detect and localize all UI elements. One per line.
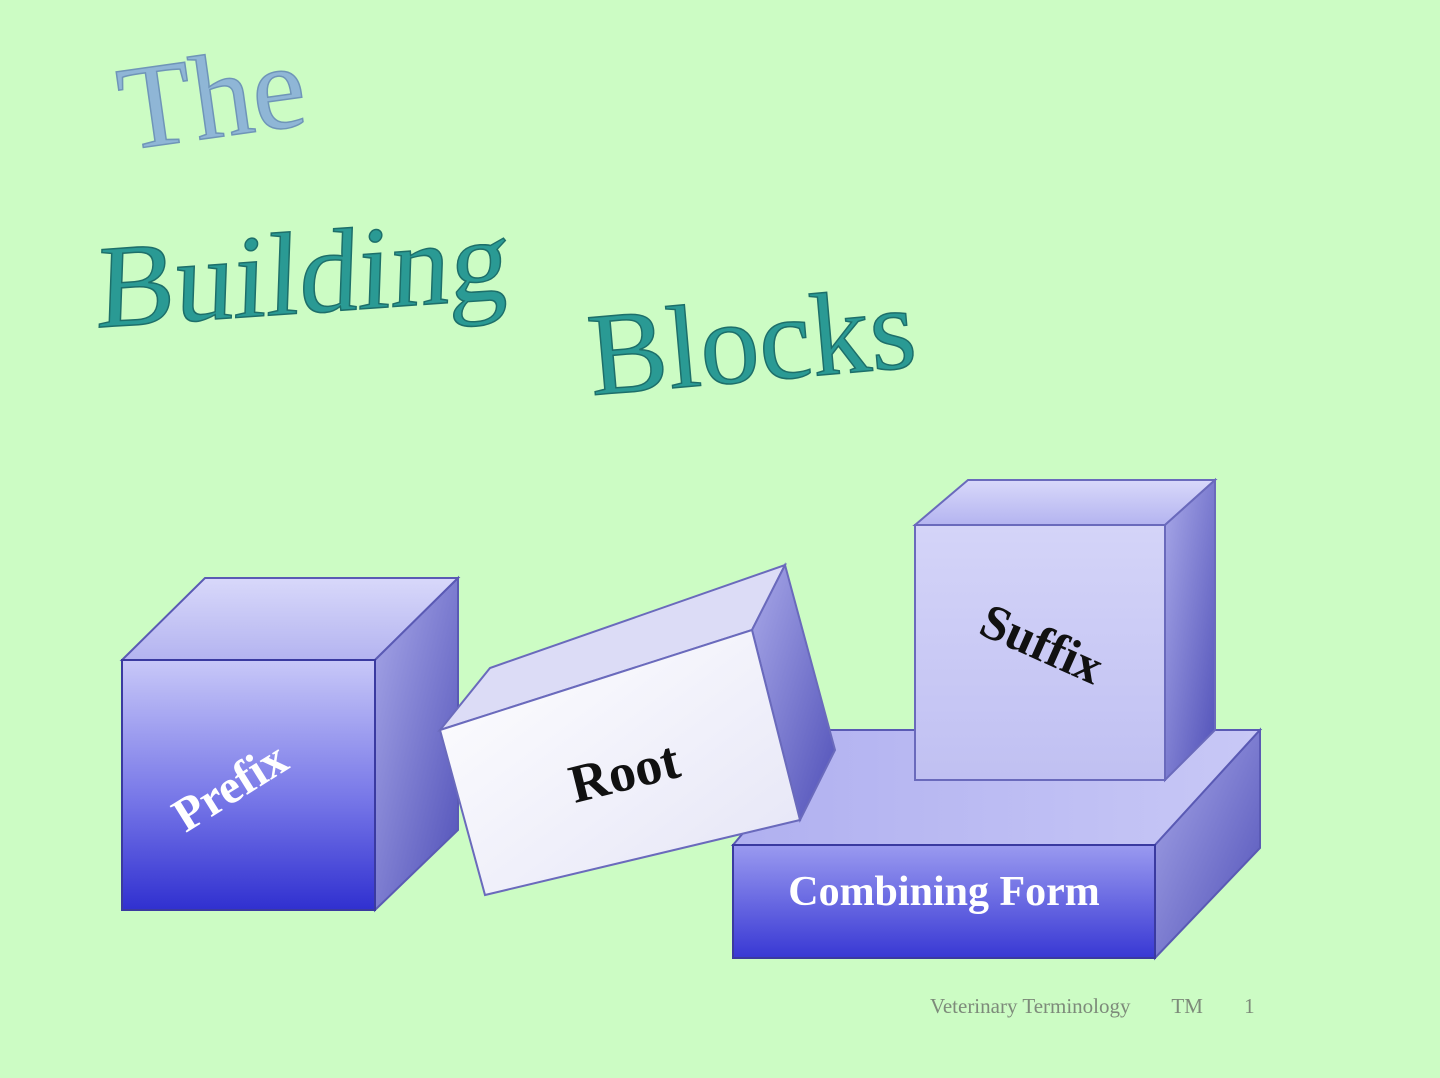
prefix-block: Prefix	[119, 575, 461, 913]
slide-title: The Building Blocks	[94, 17, 921, 421]
footer-page-number: 1	[1244, 994, 1255, 1018]
title-blocks: Blocks	[583, 262, 921, 421]
suffix-block: Suffix	[912, 477, 1218, 783]
footer-code: TM	[1171, 994, 1203, 1018]
combining-form-label: Combining Form	[788, 869, 1100, 915]
title-building: Building	[95, 193, 512, 353]
root-block: Root	[437, 562, 837, 897]
slide-footer: Veterinary Terminology TM 1	[930, 994, 1291, 1019]
title-the: The	[110, 18, 313, 176]
footer-course: Veterinary Terminology	[930, 994, 1131, 1018]
